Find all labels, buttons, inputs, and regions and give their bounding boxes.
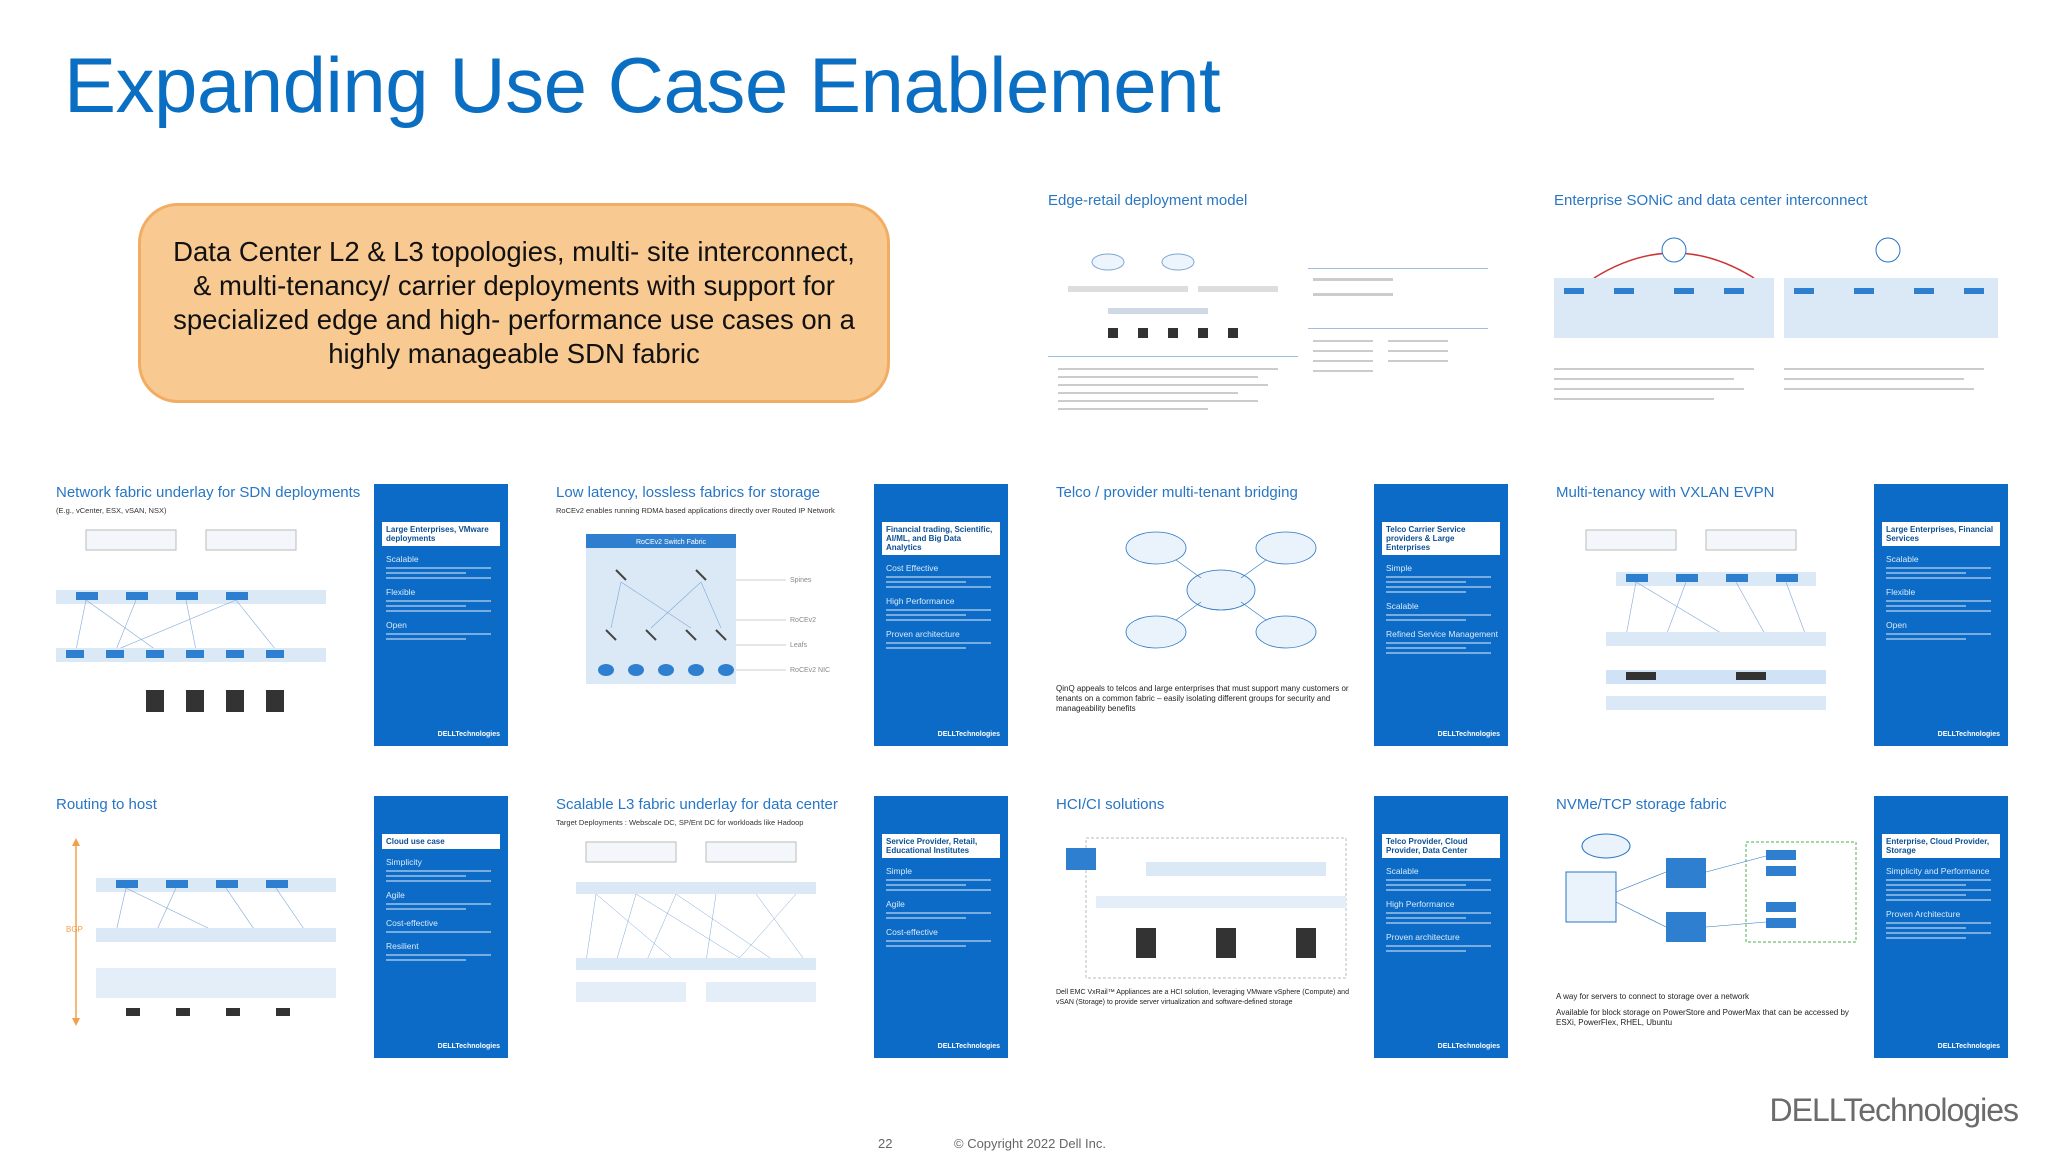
telco-description: QinQ appeals to telcos and large enterpr… [1056,684,1349,713]
thumbnail-title: Multi-tenancy with VXLAN EVPN [1556,484,1775,501]
panel-head: Telco Provider, Cloud Provider, Data Cen… [1382,834,1500,858]
panel-section: Flexible [386,587,416,597]
panel-section: Cost-effective [886,927,938,937]
panel-section: Simplicity and Performance [1886,866,1990,876]
panel-section: Simplicity [386,857,422,867]
thumbnail-title: HCI/CI solutions [1056,796,1165,813]
thumbnail-title: Low latency, lossless fabrics for storag… [556,484,821,501]
panel-section: Scalable [1386,601,1419,611]
svg-text:RoCEv2 NIC: RoCEv2 NIC [790,667,830,674]
panel-head: Service Provider, Retail, Educational In… [882,834,1000,858]
panel-head: Large Enterprises, Financial Services [1882,522,2000,546]
panel-head: Cloud use case [382,834,500,849]
thumbnail-telco-bridging[interactable]: Telco / provider multi-tenant bridging Q… [1056,484,1508,746]
panel-section: Simple [886,866,912,876]
thumbnail-title: NVMe/TCP storage fabric [1556,796,1727,813]
dell-technologies-logo: DELLTechnologies [1769,1092,2019,1128]
hci-description: Dell EMC VxRail™ Appliances are a HCI so… [1056,989,1349,1006]
panel-section: Open [386,620,407,630]
thumbnail-l3-fabric[interactable]: Scalable L3 fabric underlay for data cen… [556,796,1008,1058]
nvme-tcp-diagram [1565,833,1857,943]
panel-section: Open [1886,620,1907,630]
panel-brand: DELLTechnologies [1437,1043,1500,1050]
panel-section: Refined Service Management [1386,629,1498,639]
panel-section: Proven architecture [886,629,960,639]
routing-host-diagram: BGP [66,838,336,1026]
thumbnail-panel: Cloud use case Simplicity Agile Cost-eff… [374,796,508,1058]
telco-bridging-diagram [1125,531,1317,649]
panel-brand: DELLTechnologies [937,731,1000,738]
svg-text:Spines: Spines [790,577,812,584]
panel-head: Large Enterprises, VMware deployments [382,522,500,546]
thumbnail-title: Telco / provider multi-tenant bridging [1056,484,1298,501]
panel-brand: DELLTechnologies [1437,731,1500,738]
panel-head: Enterprise, Cloud Provider, Storage [1882,834,2000,858]
thumbnail-routing-host[interactable]: Routing to host BGP Cloud use case Simpl… [56,796,508,1058]
panel-section: High Performance [1386,899,1455,909]
thumbnail-title: Network fabric underlay for SDN deployme… [56,484,361,501]
hci-ci-diagram [1066,837,1347,979]
panel-brand: DELLTechnologies [937,1043,1000,1050]
page-number: 22 [878,1136,893,1151]
thumbnail-title: Routing to host [56,796,157,813]
panel-section: Proven Architecture [1886,909,1961,919]
thumbnail-title: Edge-retail deployment model [1048,192,1248,209]
edge-retail-diagram [1048,253,1488,410]
svg-text:Leafs: Leafs [790,642,808,649]
thumbnail-panel: Large Enterprises, VMware deployments Sc… [374,484,508,746]
panel-section: Flexible [1886,587,1916,597]
panel-section: Resilient [386,941,419,951]
panel-section: Agile [886,899,905,909]
thumbnail-panel: Financial trading, Scientific, AI/ML, an… [874,484,1008,746]
nvme-description-2: Available for block storage on PowerStor… [1556,1008,1849,1027]
slide-title: Expanding Use Case Enablement [64,41,1221,129]
callout-box: Data Center L2 & L3 topologies, multi- s… [138,203,890,403]
callout-text: Data Center L2 & L3 topologies, multi- s… [173,236,855,369]
roce-fabric-label: RoCEv2 Switch Fabric [636,539,707,546]
panel-section: Simple [1386,563,1412,573]
panel-section: Cost-effective [386,918,438,928]
panel-section: High Performance [886,596,955,606]
thumbnail-subtitle: (E.g., vCenter, ESX, vSAN, NSX) [56,506,167,515]
thumbnail-subtitle: RoCEv2 enables running RDMA based applic… [556,506,835,515]
thumbnail-title: Scalable L3 fabric underlay for data cen… [556,796,838,813]
svg-text:RoCEv2: RoCEv2 [790,617,816,624]
nvme-description-1: A way for servers to connect to storage … [1556,992,1749,1001]
panel-head: Financial trading, Scientific, AI/ML, an… [882,522,1000,555]
panel-section: Scalable [386,554,419,564]
sonic-dci-diagram [1554,237,1998,400]
panel-brand: DELLTechnologies [1937,1043,2000,1050]
thumbnail-title: Enterprise SONiC and data center interco… [1554,192,1868,209]
l3-fabric-diagram [576,841,816,1002]
panel-section: Scalable [1886,554,1919,564]
thumbnail-sonic-dci[interactable]: Enterprise SONiC and data center interco… [1554,192,1998,440]
panel-section: Cost Effective [886,563,939,573]
panel-brand: DELLTechnologies [437,1043,500,1050]
thumbnail-vxlan-evpn[interactable]: Multi-tenancy with VXLAN EVPN Large Ente… [1556,484,2008,746]
panel-head: Telco Carrier Service providers & Large … [1382,522,1500,555]
panel-section: Agile [386,890,405,900]
thumbnail-sdn-underlay[interactable]: Network fabric underlay for SDN deployme… [56,484,508,746]
thumbnail-panel: Telco Carrier Service providers & Large … [1374,484,1508,746]
vxlan-evpn-diagram [1585,529,1826,710]
thumbnail-subtitle: Target Deployments : Webscale DC, SP/Ent… [556,818,804,827]
thumbnail-panel: Telco Provider, Cloud Provider, Data Cen… [1374,796,1508,1058]
copyright-text: © Copyright 2022 Dell Inc. [954,1136,1106,1151]
panel-section: Proven architecture [1386,932,1460,942]
sdn-underlay-diagram [56,529,326,712]
thumbnail-nvme-tcp[interactable]: NVMe/TCP storage fabric A way for server… [1556,796,2008,1058]
thumbnail-edge-retail[interactable]: Edge-retail deployment model [1048,192,1492,440]
panel-brand: DELLTechnologies [1937,731,2000,738]
thumbnail-storage-fabric[interactable]: Low latency, lossless fabrics for storag… [556,484,1008,746]
thumbnail-panel: Enterprise, Cloud Provider, Storage Simp… [1874,796,2008,1058]
bgp-label: BGP [66,925,83,934]
panel-brand: DELLTechnologies [437,731,500,738]
thumbnail-panel: Large Enterprises, Financial Services Sc… [1874,484,2008,746]
thumbnail-hci-ci[interactable]: HCI/CI solutions Dell EMC VxRail™ Applia… [1056,796,1508,1058]
thumbnail-panel: Service Provider, Retail, Educational In… [874,796,1008,1058]
panel-section: Scalable [1386,866,1419,876]
